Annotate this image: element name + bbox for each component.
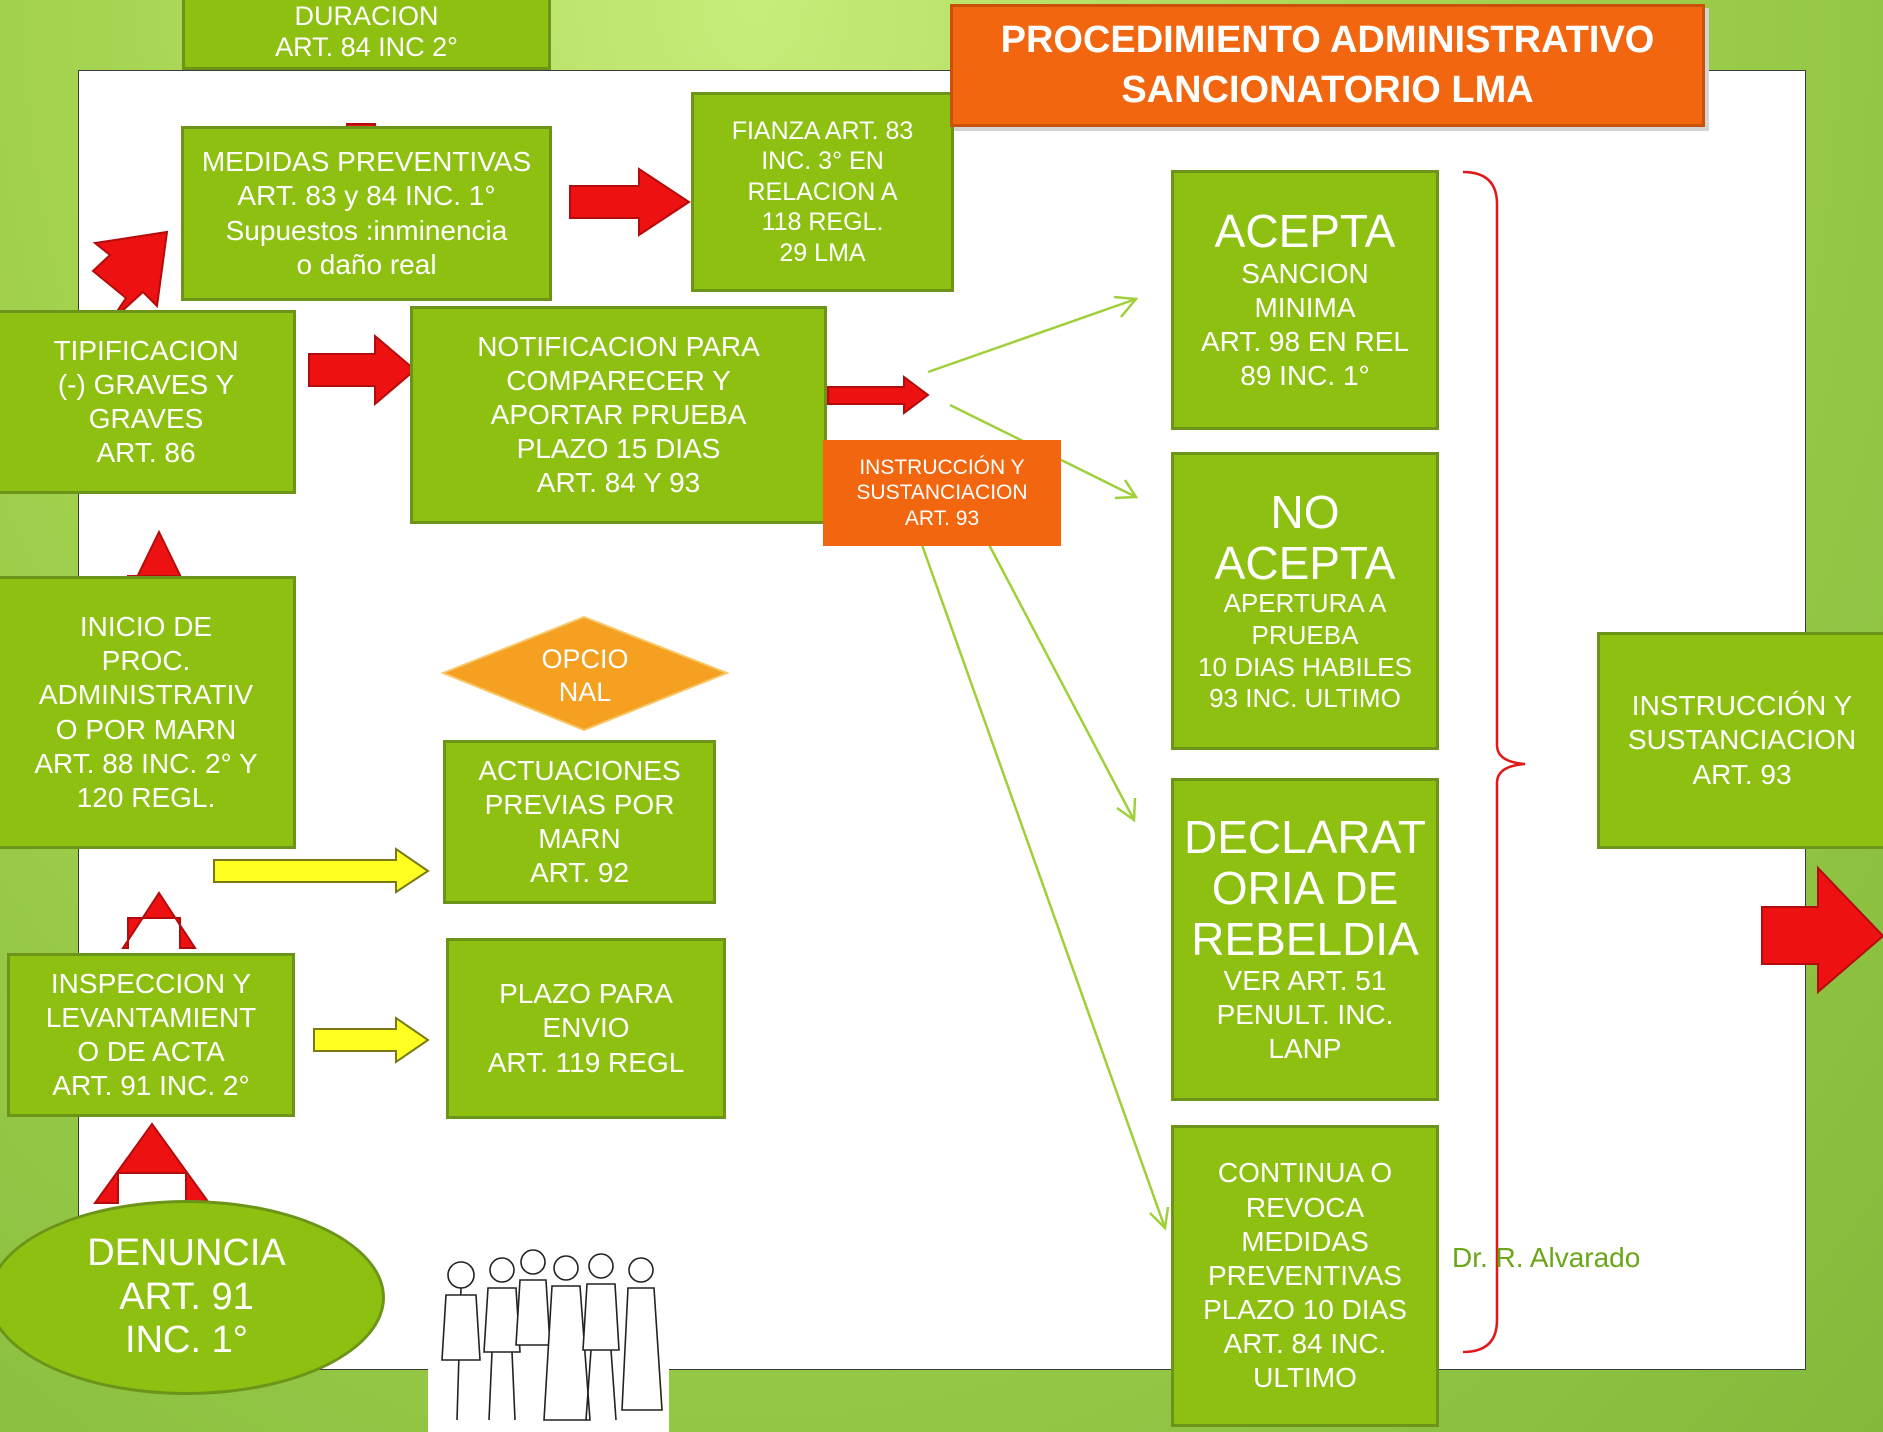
arrow-tipificacion-to-notificacion (308, 333, 417, 407)
continua-box: CONTINUA O REVOCA MEDIDAS PREVENTIVAS PL… (1171, 1125, 1439, 1427)
arrow-inspeccion-to-inicio (121, 891, 197, 949)
declaratoria-detail: VER ART. 51 PENULT. INC. LANP (1216, 965, 1394, 1065)
connector-to-declaratoria (974, 519, 1136, 821)
plazo-envio-label: PLAZO PARA ENVIO ART. 119 REGL (487, 978, 685, 1078)
acepta-box: ACEPTA SANCION MINIMA ART. 98 EN REL 89 … (1171, 170, 1439, 430)
connector-to-continua-head (1149, 1206, 1170, 1231)
continua-label: CONTINUA O REVOCA MEDIDAS PREVENTIVAS PL… (1203, 1157, 1407, 1394)
connector-to-declaratoria-head (1116, 797, 1137, 823)
denuncia-label: DENUNCIA ART. 91 INC. 1° (87, 1231, 286, 1362)
inicio-box: INICIO DE PROC. ADMINISTRATIV O POR MARN… (0, 576, 296, 849)
instruccion-small-box: INSTRUCCIÓN Y SUSTANCIACION ART. 93 (823, 440, 1061, 546)
medidas-label: MEDIDAS PREVENTIVAS ART. 83 y 84 INC. 1°… (201, 146, 532, 280)
arrow-exit-right (1761, 865, 1883, 995)
page-title: PROCEDIMIENTO ADMINISTRATIVO SANCIONATOR… (1000, 19, 1655, 111)
grouping-brace (1462, 170, 1526, 1354)
duracion-label: DURACION ART. 84 INC 2° (275, 0, 458, 62)
connector-to-no-acepta-head (1114, 479, 1139, 500)
tipificacion-label: TIPIFICACION (-) GRAVES Y GRAVES ART. 86 (53, 334, 239, 469)
arrow-tipificacion-to-medidas (91, 230, 169, 323)
declaratoria-box: DECLARAT ORIA DE REBELDIA VER ART. 51 PE… (1171, 778, 1439, 1101)
author-credit: Dr. R. Alvarado (1452, 1242, 1641, 1273)
connector-to-acepta (927, 297, 1137, 374)
inicio-label: INICIO DE PROC. ADMINISTRATIV O POR MARN… (34, 611, 258, 813)
inspeccion-box: INSPECCION Y LEVANTAMIENT O DE ACTA ART.… (7, 953, 295, 1117)
arrow-medidas-to-fianza (569, 167, 691, 237)
plazo-envio-box: PLAZO PARA ENVIO ART. 119 REGL (446, 938, 726, 1119)
inspeccion-label: INSPECCION Y LEVANTAMIENT O DE ACTA ART.… (45, 967, 257, 1102)
notificacion-label: NOTIFICACION PARA COMPARECER Y APORTAR P… (477, 330, 760, 499)
instruccion-big-box: INSTRUCCIÓN Y SUSTANCIACION ART. 93 (1597, 632, 1883, 849)
medidas-preventivas-box: MEDIDAS PREVENTIVAS ART. 83 y 84 INC. 1°… (181, 126, 552, 301)
arrow-denuncia-to-inspeccion (93, 1122, 211, 1204)
actuaciones-label: ACTUACIONES PREVIAS POR MARN ART. 92 (478, 754, 681, 889)
opcional-label: OPCIO NAL (541, 644, 629, 707)
connector-to-acepta-head (1113, 295, 1139, 318)
instruccion-small-label: INSTRUCCIÓN Y SUSTANCIACION ART. 93 (856, 455, 1028, 530)
fianza-box: FIANZA ART. 83 INC. 3° EN RELACION A 118… (691, 92, 954, 292)
duracion-box: DURACION ART. 84 INC 2° (182, 0, 551, 70)
acepta-heading: ACEPTA (1214, 205, 1396, 258)
instruccion-big-label: INSTRUCCIÓN Y SUSTANCIACION ART. 93 (1627, 690, 1857, 790)
opcional-diamond (440, 615, 730, 732)
connector-lines (914, 295, 1170, 1231)
no-acepta-heading: NO ACEPTA (1214, 485, 1396, 589)
declaratoria-heading: DECLARAT ORIA DE REBELDIA (1184, 811, 1426, 965)
arrow-notificacion-right (827, 375, 930, 415)
arrow-inicio-to-actuaciones (213, 847, 430, 894)
people-group-icon (428, 1248, 669, 1432)
denuncia-ellipse: DENUNCIA ART. 91 INC. 1° (0, 1200, 385, 1395)
notificacion-box: NOTIFICACION PARA COMPARECER Y APORTAR P… (410, 306, 827, 524)
tipificacion-box: TIPIFICACION (-) GRAVES Y GRAVES ART. 86 (0, 310, 296, 494)
connector-to-continua (914, 527, 1167, 1229)
title-box: PROCEDIMIENTO ADMINISTRATIVO SANCIONATOR… (950, 4, 1705, 127)
opcional-diamond-text: OPCIO NAL (520, 638, 650, 714)
acepta-detail: SANCION MINIMA ART. 98 EN REL 89 INC. 1° (1200, 257, 1410, 392)
actuaciones-box: ACTUACIONES PREVIAS POR MARN ART. 92 (443, 740, 716, 904)
no-acepta-detail: APERTURA A PRUEBA 10 DIAS HABILES 93 INC… (1198, 588, 1412, 714)
arrow-inspeccion-to-plazo (313, 1016, 430, 1064)
no-acepta-box: NO ACEPTA APERTURA A PRUEBA 10 DIAS HABI… (1171, 452, 1439, 750)
fianza-label: FIANZA ART. 83 INC. 3° EN RELACION A 118… (731, 116, 914, 267)
